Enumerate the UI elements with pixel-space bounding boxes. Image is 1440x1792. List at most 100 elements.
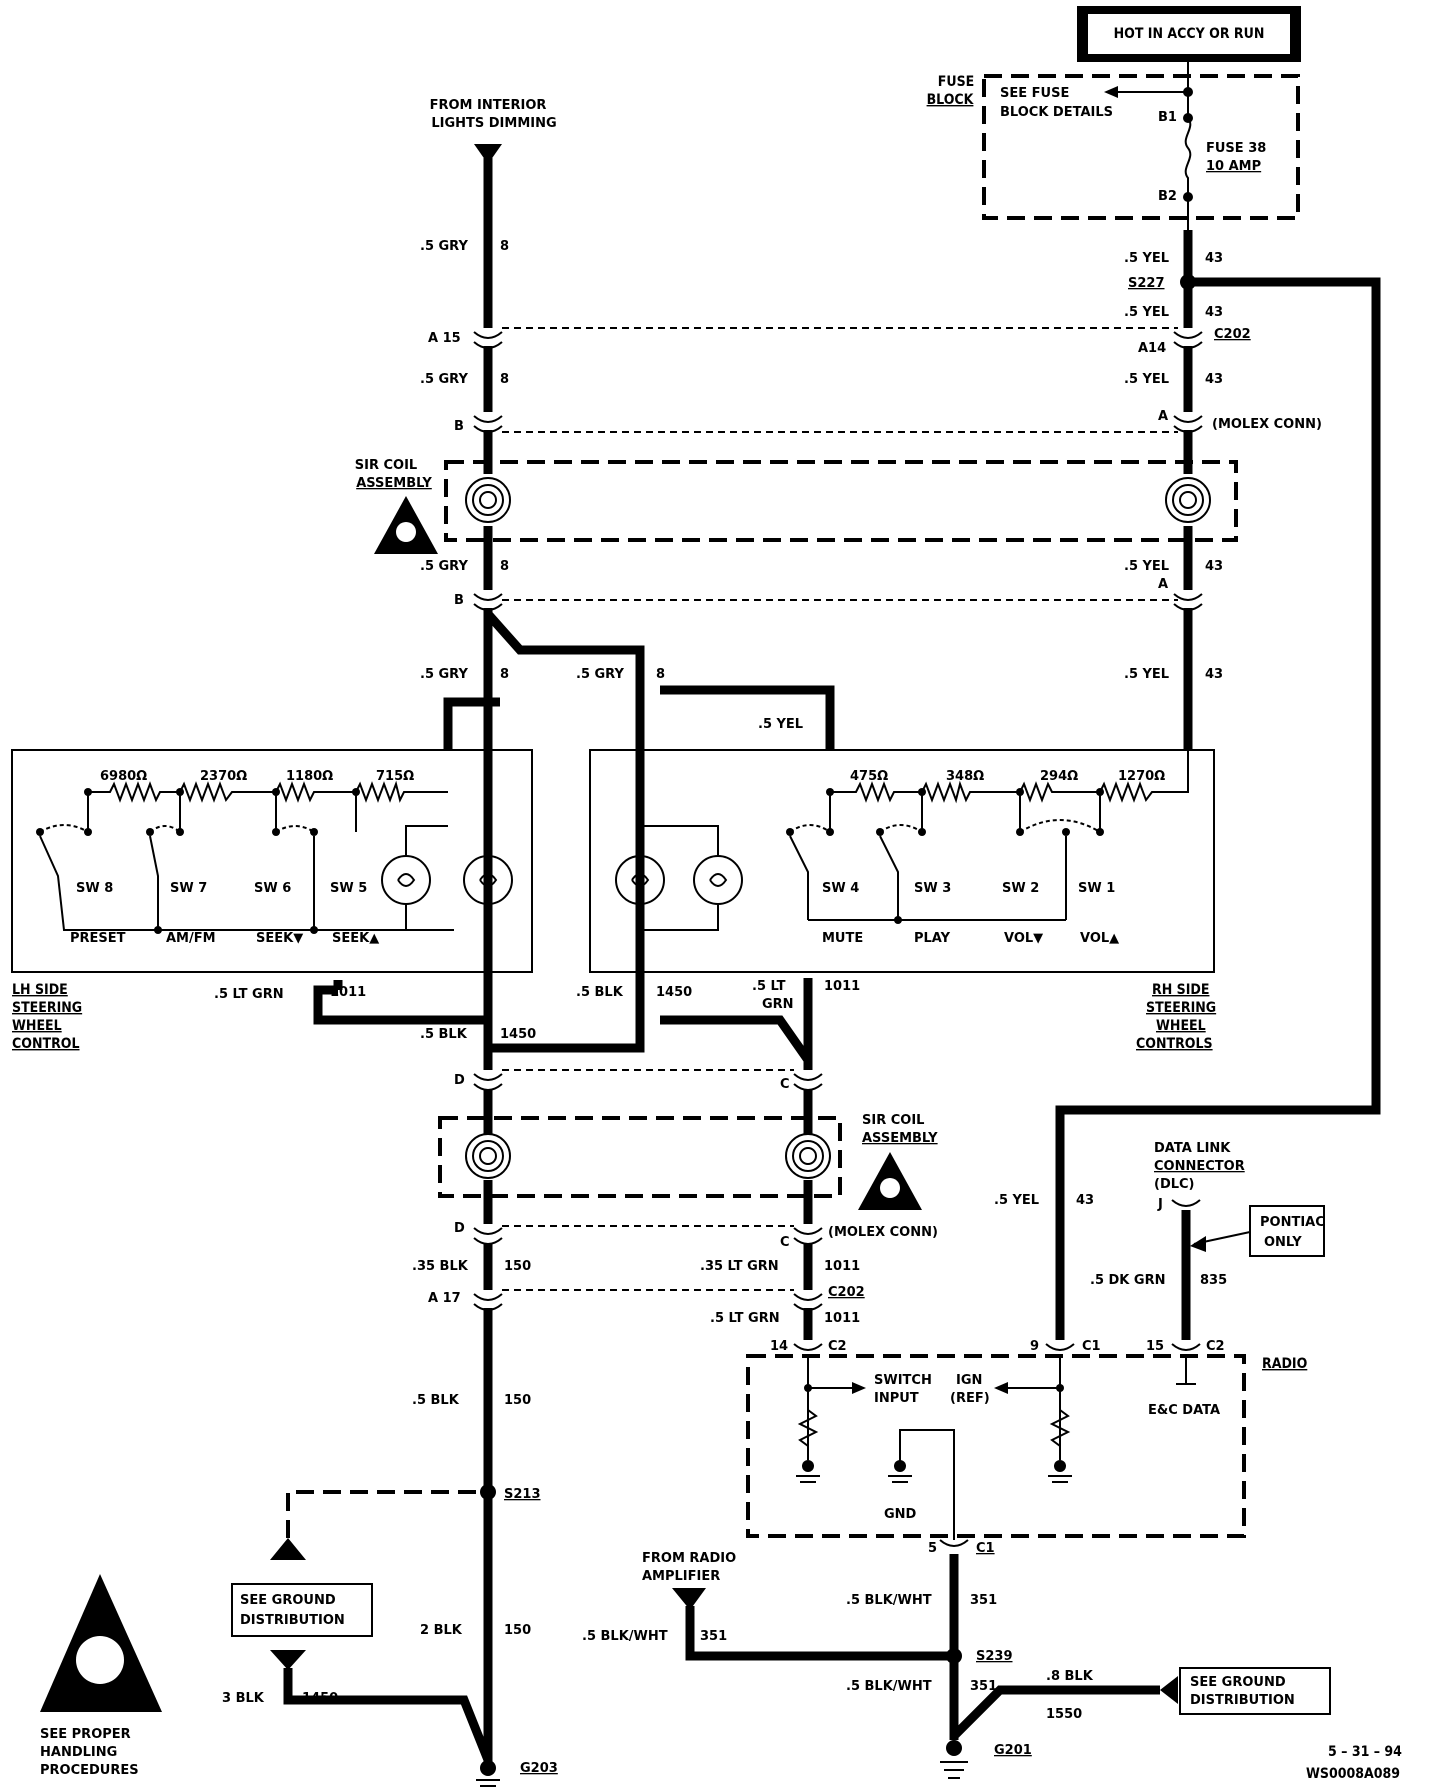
handling-label: SEE PROPER <box>40 1727 131 1742</box>
svg-text:AMPLIFIER: AMPLIFIER <box>642 1569 720 1584</box>
svg-text:D: D <box>454 1221 465 1236</box>
lh-title: LH SIDE <box>12 982 68 998</box>
lh-sw5: SW 5 <box>330 881 367 896</box>
svg-text:WHEEL: WHEEL <box>1156 1018 1206 1034</box>
svg-text:43: 43 <box>1205 667 1223 682</box>
svg-text:S227: S227 <box>1128 276 1165 291</box>
wire-ltgrn-1011-lh <box>313 985 488 1025</box>
svg-text:BLOCK: BLOCK <box>927 92 975 108</box>
radio-title: RADIO <box>1262 1356 1308 1372</box>
svg-text:A14: A14 <box>1138 341 1166 356</box>
svg-text:1450: 1450 <box>500 1027 536 1042</box>
svg-text:.5 YEL: .5 YEL <box>1124 305 1169 320</box>
lamp-icon <box>381 855 431 905</box>
connector-c202-a15 <box>473 331 503 349</box>
splice-s239 <box>946 1648 962 1664</box>
ground-g203 <box>480 1760 496 1776</box>
svg-text:PONTIAC: PONTIAC <box>1260 1215 1325 1230</box>
rh-switches <box>786 819 1104 924</box>
lamp-icon <box>693 855 743 905</box>
svg-text:C: C <box>780 1235 790 1250</box>
svg-text:(REF): (REF) <box>950 1391 990 1406</box>
sir-coil-label: SIR COIL <box>355 458 417 473</box>
handling-warning-icon <box>40 1574 162 1712</box>
ground-distribution-box <box>231 1583 373 1637</box>
svg-text:10 AMP: 10 AMP <box>1206 159 1261 174</box>
wire-blk-1450-ground <box>283 1668 493 1762</box>
svg-text:A 17: A 17 <box>428 1291 461 1306</box>
ground-icon <box>476 1779 500 1787</box>
svg-text:.5 YEL: .5 YEL <box>1124 667 1169 682</box>
svg-text:.5 BLK: .5 BLK <box>412 1393 460 1408</box>
fuse-block-title: FUSE <box>938 74 975 90</box>
svg-text:ASSEMBLY: ASSEMBLY <box>862 1131 938 1146</box>
svg-text:CONTROL: CONTROL <box>12 1036 80 1052</box>
wire-blk-1450 <box>488 978 645 1053</box>
svg-text:SIR COIL: SIR COIL <box>862 1113 924 1128</box>
arrow-down-icon <box>672 1588 706 1610</box>
svg-text:150: 150 <box>504 1259 531 1274</box>
svg-text:SEE GROUND: SEE GROUND <box>240 1593 336 1608</box>
svg-text:1450: 1450 <box>656 985 692 1000</box>
svg-text:43: 43 <box>1205 559 1223 574</box>
splice-s213 <box>480 1484 496 1500</box>
svg-text:8: 8 <box>500 372 509 387</box>
svg-text:C2: C2 <box>1206 1339 1225 1354</box>
svg-text:.5 GRY: .5 GRY <box>576 667 624 682</box>
rh-resistor-3: 294Ω <box>1040 769 1078 784</box>
footer-date: 5 – 31 – 94 <box>1328 1744 1402 1760</box>
fuse-details-label: SEE FUSE <box>1000 86 1069 101</box>
fuse-pin-b1: B1 <box>1158 110 1177 125</box>
svg-text:835: 835 <box>1200 1273 1227 1288</box>
svg-text:A: A <box>1158 577 1168 592</box>
rh-func-voldown: VOL▼ <box>1004 931 1043 946</box>
svg-text:B: B <box>454 419 464 434</box>
sir-warning-icon <box>858 1152 922 1210</box>
svg-text:CONNECTOR: CONNECTOR <box>1154 1159 1245 1174</box>
svg-text:STEERING: STEERING <box>12 1000 82 1016</box>
wire-yel-43-radio <box>1055 277 1381 1340</box>
svg-text:3 BLK: 3 BLK <box>222 1691 265 1706</box>
radio-outline <box>746 1354 1246 1538</box>
arrow-left-icon <box>1190 1236 1206 1252</box>
svg-text:2 BLK: 2 BLK <box>420 1623 463 1638</box>
svg-text:PROCEDURES: PROCEDURES <box>40 1763 139 1778</box>
svg-text:351: 351 <box>970 1679 997 1694</box>
svg-text:15: 15 <box>1146 1339 1164 1354</box>
svg-text:.5 BLK: .5 BLK <box>420 1027 468 1042</box>
radio-gnd-label: GND <box>884 1507 917 1522</box>
lamp-icon <box>463 855 513 905</box>
lh-control-box <box>11 749 533 973</box>
svg-text:.35 LT GRN: .35 LT GRN <box>700 1259 779 1274</box>
rh-sw3: SW 3 <box>914 881 951 896</box>
svg-text:9: 9 <box>1030 1339 1039 1354</box>
lh-switches <box>36 792 454 934</box>
svg-text:351: 351 <box>970 1593 997 1608</box>
svg-text:A 15: A 15 <box>428 331 461 346</box>
source-radio-amplifier: FROM RADIO <box>642 1551 736 1566</box>
svg-text:ASSEMBLY: ASSEMBLY <box>356 476 432 491</box>
molex-connector-label: (MOLEX CONN) <box>1212 417 1322 432</box>
svg-text:INPUT: INPUT <box>874 1391 919 1406</box>
svg-text:S239: S239 <box>976 1649 1013 1664</box>
pontiac-only-box <box>1249 1205 1325 1257</box>
svg-text:LIGHTS DIMMING: LIGHTS DIMMING <box>431 116 556 131</box>
svg-text:.5 YEL: .5 YEL <box>1124 251 1169 266</box>
svg-text:1011: 1011 <box>824 1311 860 1326</box>
lh-func-seekup: SEEK▲ <box>332 931 379 946</box>
arrow-up-icon <box>270 1538 306 1560</box>
svg-text:.8 BLK: .8 BLK <box>1046 1669 1094 1684</box>
svg-text:8: 8 <box>500 559 509 574</box>
svg-text:.5 LT: .5 LT <box>752 979 786 994</box>
sir-coil-upper-outline <box>444 460 1238 542</box>
connector-c202-a14 <box>1173 331 1203 349</box>
wire-blk-1550 <box>950 1685 1160 1740</box>
svg-text:C202: C202 <box>828 1285 865 1300</box>
wire-gauge: .5 GRY <box>420 239 468 254</box>
svg-text:BLOCK DETAILS: BLOCK DETAILS <box>1000 105 1113 120</box>
svg-text:.5 YEL: .5 YEL <box>994 1193 1039 1208</box>
svg-text:.5 YEL: .5 YEL <box>1124 372 1169 387</box>
rh-func-volup: VOL▲ <box>1080 931 1119 946</box>
svg-text:STEERING: STEERING <box>1146 1000 1216 1016</box>
